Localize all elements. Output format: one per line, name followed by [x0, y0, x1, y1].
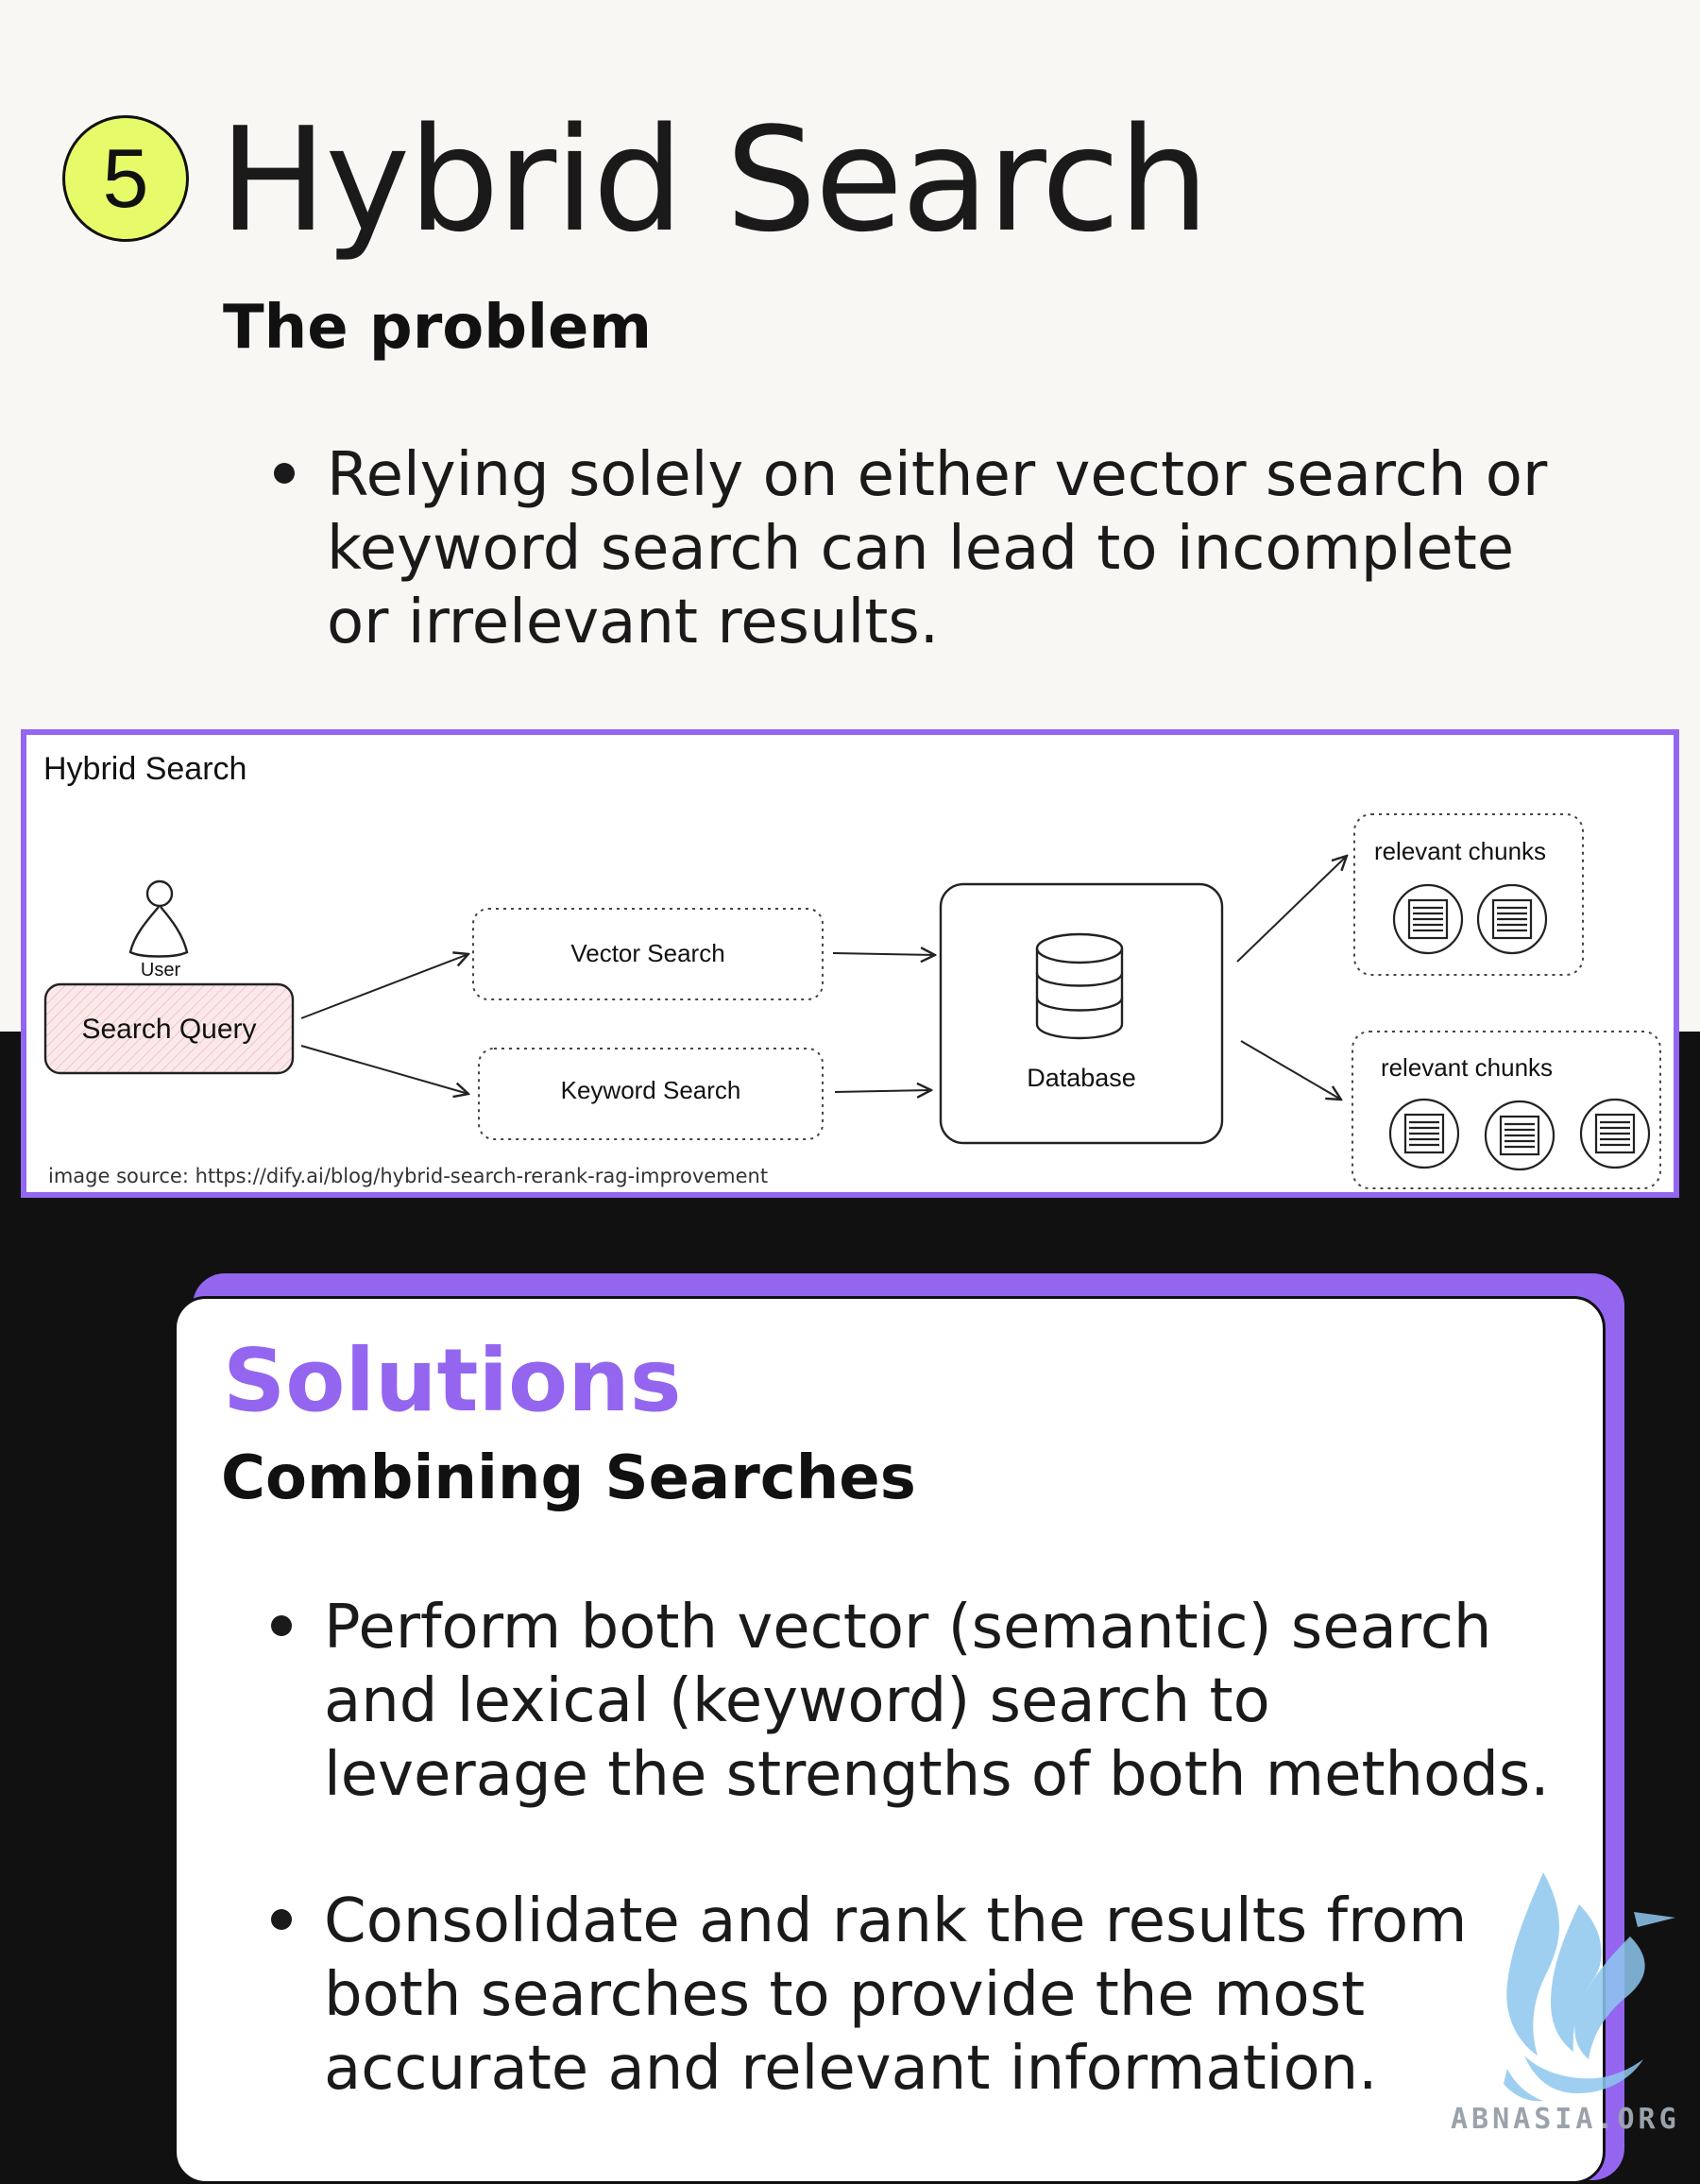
arrow-query-to-keyword — [300, 1045, 468, 1094]
vector-search-box — [472, 908, 824, 1000]
user-label: User — [141, 960, 181, 981]
document-chunk-icon — [1579, 1098, 1651, 1169]
document-chunk-icon — [1476, 883, 1548, 955]
solution-bullet: Consolidate and rank the results from bo… — [271, 1885, 1552, 2106]
solution-bullet: Perform both vector (semantic) search an… — [271, 1591, 1552, 1812]
hybrid-search-diagram: Hybrid Search User Search Query Vector S… — [43, 751, 1661, 1189]
solutions-card — [174, 1296, 1606, 2184]
keyword-search-box — [478, 1048, 824, 1140]
bullet-dot-icon — [274, 463, 295, 484]
problem-bullet: Relying solely on either vector search o… — [274, 438, 1555, 659]
bottom-chunks-label: relevant chunks — [1381, 1053, 1553, 1082]
keyword-search-label: Keyword Search — [561, 1076, 741, 1104]
document-chunk-icon — [1484, 1100, 1556, 1171]
solution-bullet-text: Perform both vector (semantic) search an… — [324, 1593, 1550, 1810]
arrow-database-to-top-chunks — [1236, 856, 1347, 963]
search-query-label: Search Query — [81, 1014, 256, 1045]
arrow-query-to-vector — [300, 954, 468, 1019]
solutions-subheading: Combining Searches — [221, 1443, 916, 1513]
bullet-dot-icon — [271, 1615, 292, 1636]
user-icon — [128, 879, 189, 958]
database-box — [939, 882, 1224, 1145]
problem-heading: The problem — [223, 293, 653, 363]
solutions-heading: Solutions — [223, 1330, 682, 1431]
database-cylinder-icon — [1035, 932, 1124, 1040]
step-number-badge: 5 — [62, 115, 189, 242]
arrow-database-to-bottom-chunks — [1240, 1040, 1341, 1100]
vector-search-label: Vector Search — [570, 939, 724, 967]
database-label: Database — [1027, 1064, 1136, 1092]
top-chunks-box — [1353, 813, 1584, 976]
problem-bullet-text: Relying solely on either vector search o… — [327, 440, 1548, 657]
step-number: 5 — [102, 131, 149, 225]
griffin-logo-icon — [1504, 1872, 1675, 2102]
top-chunks-label: relevant chunks — [1374, 837, 1546, 865]
solution-bullet-text: Consolidate and rank the results from bo… — [324, 1886, 1468, 2104]
document-chunk-icon — [1392, 883, 1464, 955]
diagram-frame: Hybrid Search User Search Query Vector S… — [21, 729, 1679, 1198]
arrow-keyword-to-database — [834, 1090, 931, 1092]
search-query-box — [43, 982, 295, 1075]
page-title: Hybrid Search — [219, 96, 1209, 264]
document-chunk-icon — [1388, 1098, 1460, 1169]
image-source-caption: image source: https://dify.ai/blog/hybri… — [48, 1165, 768, 1187]
watermark-text: ABNASIA.ORG — [1451, 2103, 1680, 2136]
arrow-vector-to-database — [832, 953, 935, 955]
bullet-dot-icon — [271, 1909, 292, 1930]
bottom-chunks-box — [1352, 1031, 1661, 1189]
diagram-title: Hybrid Search — [43, 751, 246, 787]
